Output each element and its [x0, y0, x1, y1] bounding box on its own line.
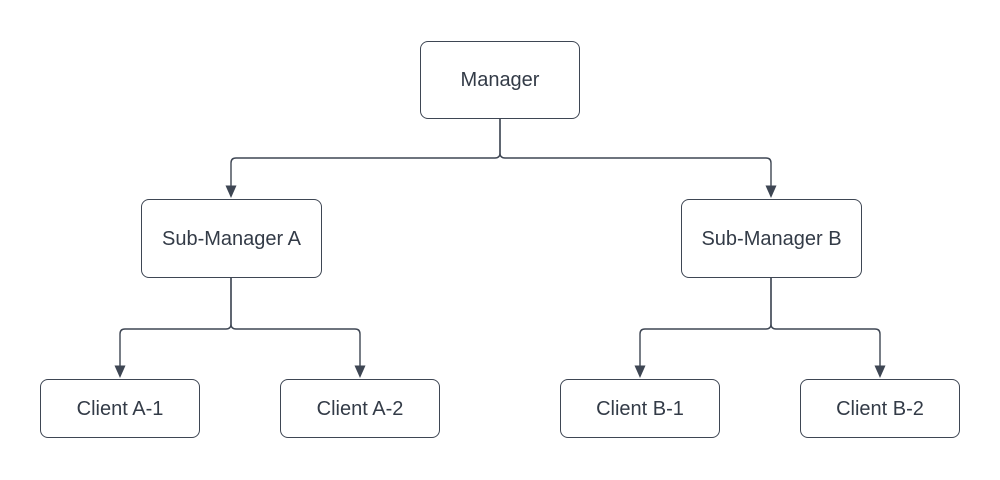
node-manager-label: Manager: [460, 69, 540, 91]
node-client-b1[interactable]: Client B-1: [560, 379, 720, 438]
node-client-b1-label: Client B-1: [596, 397, 684, 420]
node-sub-manager-a-label: Sub-Manager A: [162, 227, 301, 250]
node-client-b2[interactable]: Client B-2: [800, 379, 960, 438]
node-manager[interactable]: Manager: [420, 41, 580, 119]
node-sub-manager-b-label: Sub-Manager B: [701, 227, 842, 250]
edge-manager-to-sub-manager-a: [230, 119, 501, 186]
node-client-a1-label: Client A-1: [76, 397, 164, 420]
arrowhead-sub-manager-b-to-client-b1: [634, 365, 646, 378]
node-sub-manager-b[interactable]: Sub-Manager B: [681, 199, 862, 278]
node-client-a2-label: Client A-2: [316, 397, 404, 420]
arrowhead-sub-manager-a-to-client-a2: [354, 365, 366, 378]
edge-sub-manager-b-to-client-b2: [770, 278, 881, 366]
arrowhead-manager-to-sub-manager-b: [765, 185, 777, 198]
node-sub-manager-a[interactable]: Sub-Manager A: [141, 199, 322, 278]
arrowhead-sub-manager-a-to-client-a1: [114, 365, 126, 378]
edge-manager-to-sub-manager-b: [499, 119, 772, 186]
arrowhead-sub-manager-b-to-client-b2: [874, 365, 886, 378]
node-client-a1[interactable]: Client A-1: [40, 379, 200, 438]
arrowhead-manager-to-sub-manager-a: [225, 185, 237, 198]
node-client-b2-label: Client B-2: [836, 397, 924, 420]
edge-sub-manager-a-to-client-a2: [230, 278, 361, 366]
edge-sub-manager-a-to-client-a1: [119, 278, 232, 366]
edge-sub-manager-b-to-client-b1: [639, 278, 772, 366]
node-client-a2[interactable]: Client A-2: [280, 379, 440, 438]
